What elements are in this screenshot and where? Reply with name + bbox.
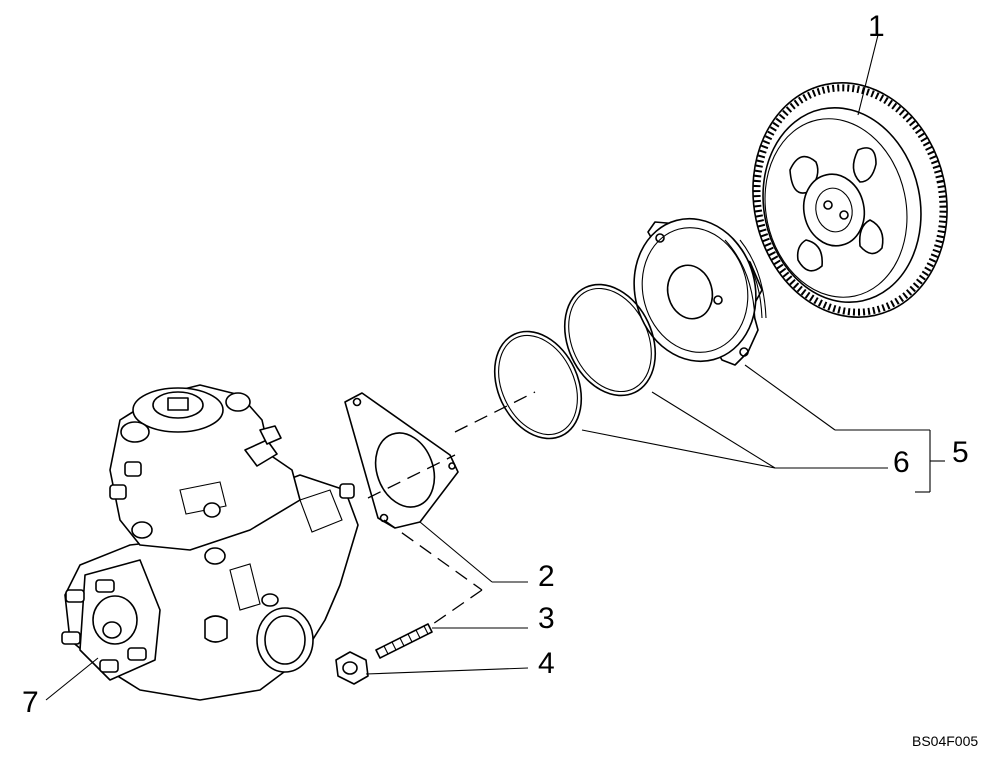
callout-7: 7 bbox=[22, 686, 39, 719]
callout-6: 6 bbox=[893, 446, 910, 479]
injection-pump-part-7 bbox=[61, 384, 359, 701]
callout-4: 4 bbox=[538, 647, 555, 680]
callout-2: 2 bbox=[538, 560, 555, 593]
stud-part-3 bbox=[375, 623, 433, 659]
callout-1: 1 bbox=[868, 10, 885, 43]
gasket-part-2 bbox=[344, 392, 459, 529]
nut-part-4 bbox=[335, 651, 369, 685]
o-rings-part-6 bbox=[493, 283, 657, 440]
gear-part-1 bbox=[752, 82, 948, 318]
assembly-dashed-lines bbox=[367, 391, 536, 627]
leader-lines bbox=[45, 34, 945, 701]
callout-3: 3 bbox=[538, 602, 555, 635]
hub-flange-part-5 bbox=[633, 217, 767, 366]
callout-5: 5 bbox=[952, 436, 969, 469]
figure-reference: BS04F005 bbox=[912, 733, 978, 749]
